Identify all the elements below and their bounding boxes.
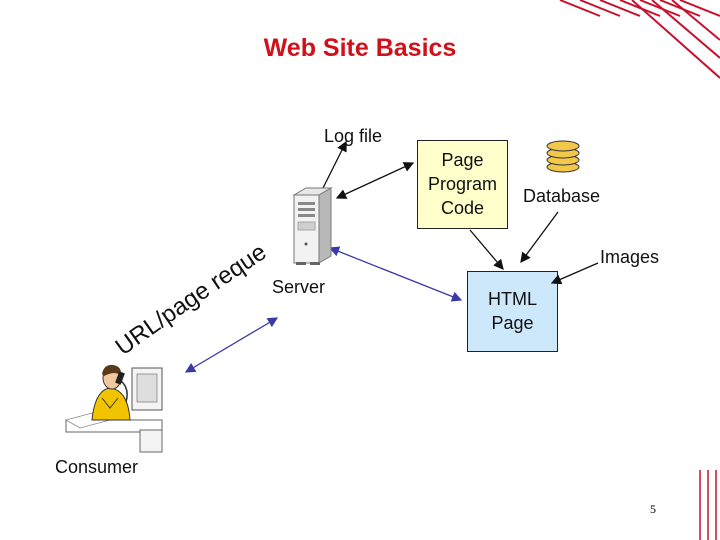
server-program-arrow <box>335 162 415 199</box>
page-title: Web Site Basics <box>263 34 457 62</box>
database-to-html-arrow <box>520 211 559 264</box>
page-program-line-1: Page <box>441 150 484 170</box>
server-icon <box>292 187 333 265</box>
database-label: Database <box>523 186 601 206</box>
consumer-icon <box>64 364 163 453</box>
server-to-log-arrow <box>321 140 347 191</box>
html-page-line-2: Page <box>491 313 534 333</box>
consumer-label: Consumer <box>55 457 139 477</box>
consumer-server-arrow <box>184 317 279 373</box>
images-to-html-arrow <box>550 262 599 285</box>
server-label: Server <box>272 277 326 297</box>
server-html-arrow <box>328 246 463 302</box>
program-to-html-arrow <box>469 229 504 270</box>
page-program-code-box: Page Program Code <box>417 140 508 229</box>
page-program-line-2: Program <box>427 174 498 194</box>
database-icon <box>546 140 580 173</box>
page-program-line-3: Code <box>440 198 485 218</box>
html-page-line-1: HTML <box>488 289 537 309</box>
images-label: Images <box>600 247 660 267</box>
html-page-box: HTML Page <box>467 271 558 352</box>
page-number: 5 <box>650 502 656 516</box>
